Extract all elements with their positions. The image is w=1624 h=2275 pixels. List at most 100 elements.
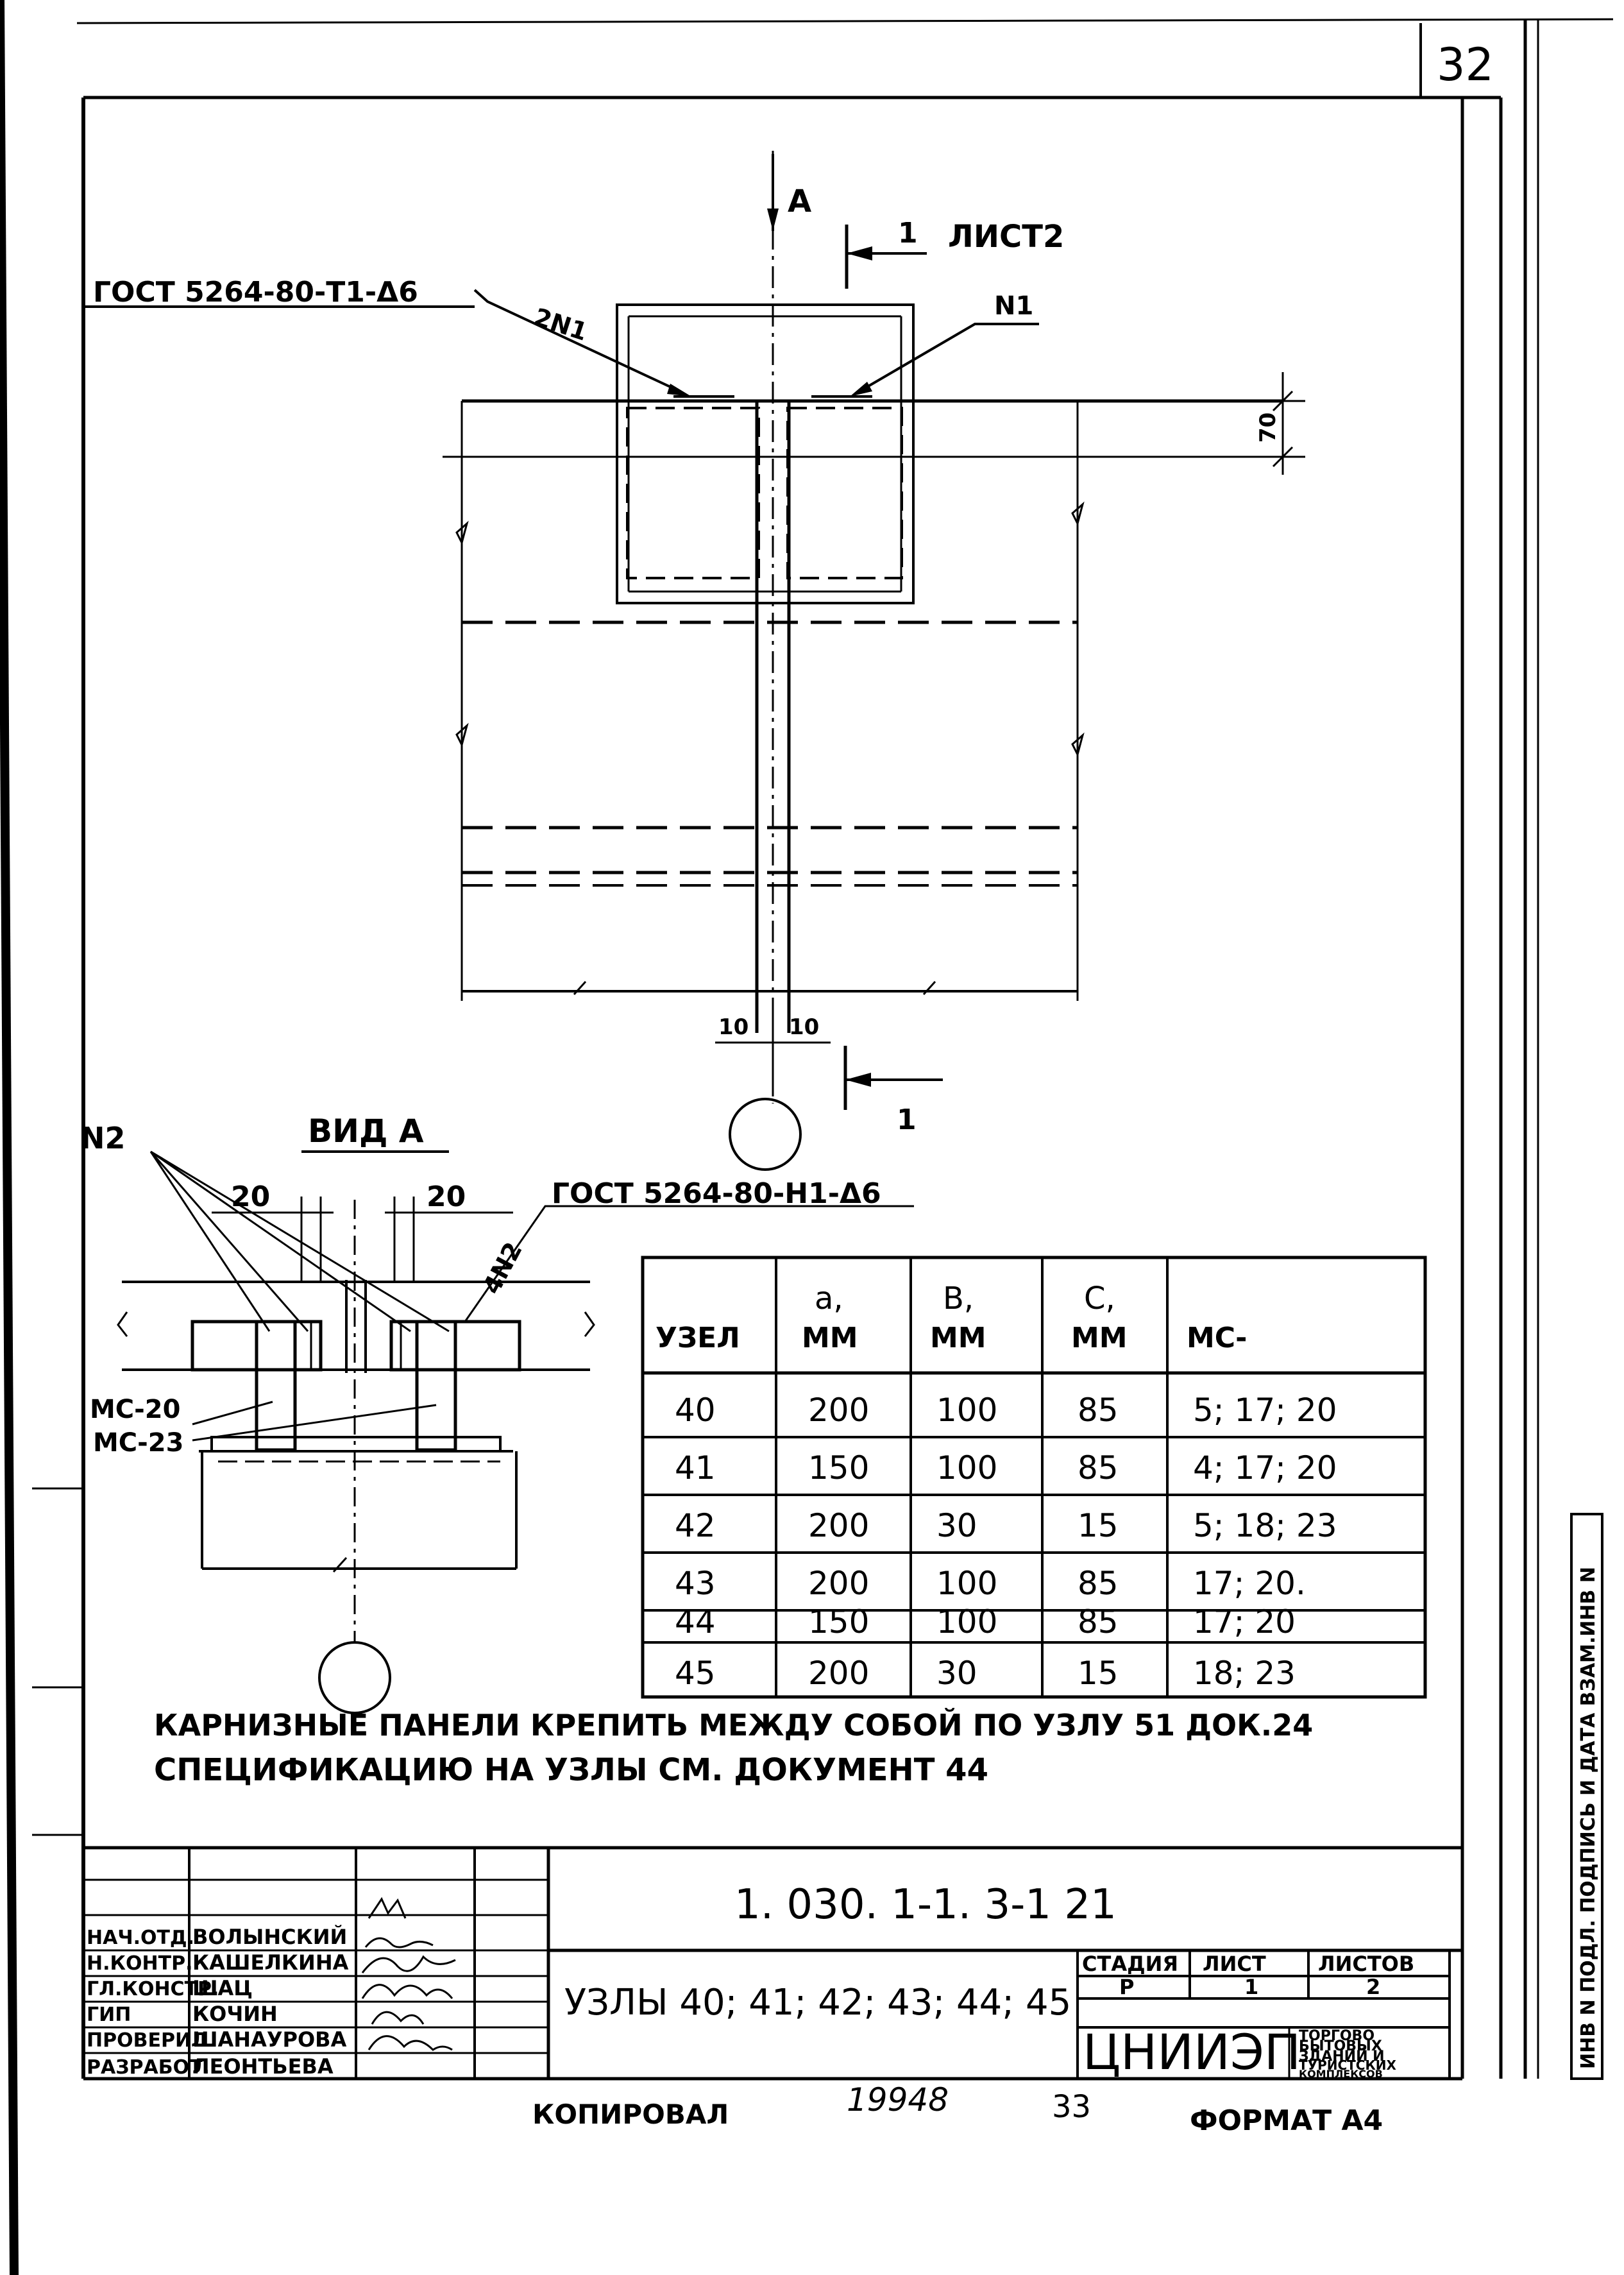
table-cell: 85 (1078, 1603, 1119, 1640)
table-cell: 150 (808, 1449, 869, 1487)
table-cell: 5; 17; 20 (1193, 1392, 1337, 1429)
table-cell: 18; 23 (1193, 1655, 1296, 1692)
table-cell: 17; 20 (1193, 1603, 1296, 1640)
table-cell: 44 (675, 1603, 716, 1640)
side-stamp-text: ИНВ N ПОДЛ. ПОДПИСЬ И ДАТА ВЗАМ.ИНВ N (1577, 1567, 1600, 2069)
table-cell: 30 (936, 1507, 977, 1544)
gost-weld-view: ГОСТ 5264-80-Н1-Δ6 (552, 1177, 881, 1210)
view-a-title: ВИД А (308, 1112, 424, 1150)
gost-weld-top: ГОСТ 5264-80-Т1-Δ6 (93, 276, 418, 309)
table-cell: 43 (675, 1565, 716, 1602)
cut-sheet-reference: ЛИСТ2 (948, 219, 1064, 255)
role-name: КОЧИН (192, 2002, 278, 2026)
label-4n2: 4N2 (477, 1238, 528, 1299)
table-cell: 4; 17; 20 (1193, 1449, 1337, 1487)
footer-copied: КОПИРОВАЛ (532, 2099, 729, 2130)
note-line-2: СПЕЦИФИКАЦИЮ НА УЗЛЫ СМ. ДОКУМЕНТ 44 (154, 1752, 988, 1788)
side-stamp: ИНВ N ПОДЛ. ПОДПИСЬ И ДАТА ВЗАМ.ИНВ N (1570, 1513, 1603, 2080)
role-title: НАЧ.ОТД. (87, 1927, 194, 1949)
sheet-number: 32 (1437, 38, 1494, 91)
dim-10-left: 10 (718, 1014, 749, 1040)
label-ms20: МС-20 (90, 1395, 180, 1424)
role-name: ШАНАУРОВА (192, 2027, 347, 2052)
table-header: МС- (1187, 1322, 1247, 1354)
role-name: ВОЛЫНСКИЙ (192, 1925, 347, 1949)
table-cell: 100 (936, 1392, 997, 1429)
doc-code: 1. 030. 1-1. 3-1 21 (734, 1881, 1117, 1929)
sheet-value: 1 (1244, 1975, 1258, 1999)
table-cell: 5; 18; 23 (1193, 1507, 1337, 1544)
role-title: РАЗРАБОТ. (87, 2056, 210, 2079)
note-line-1: КАРНИЗНЫЕ ПАНЕЛИ КРЕПИТЬ МЕЖДУ СОБОЙ ПО … (154, 1708, 1313, 1742)
cut-number-top: 1 (898, 217, 918, 250)
dim-20-right: 20 (427, 1180, 466, 1213)
table-cell: 85 (1078, 1449, 1119, 1487)
table-header: УЗЕЛ (656, 1322, 740, 1354)
table-cell: 200 (808, 1507, 869, 1544)
role-name: КАШЕЛКИНА (192, 1950, 349, 1975)
table-header: ММ (930, 1322, 986, 1354)
sheets-value: 2 (1366, 1975, 1380, 1999)
table-cell: 100 (936, 1449, 997, 1487)
role-title: ГЛ.КОНСТР. (87, 1978, 219, 2000)
plan-view: A 1 ЛИСТ2 2N1 N1 ГОС (83, 151, 1305, 1171)
table-cell: 200 (808, 1565, 869, 1602)
table-cell: 30 (936, 1655, 977, 1692)
role-name: ШАЦ (192, 1976, 253, 2000)
role-title: ГИП (87, 2004, 131, 2026)
role-title: Н.КОНТР. (87, 1952, 192, 1975)
sheet-number-box: 32 (1419, 23, 1501, 99)
table-cell: 100 (936, 1603, 997, 1640)
table-cell: 45 (675, 1655, 716, 1692)
org-desc-3: ЗДАНИЙ И (1299, 2048, 1385, 2065)
table-cell: 85 (1078, 1392, 1119, 1429)
sheet-header: ЛИСТ (1203, 1952, 1266, 1976)
footer-order-no: 19948 (847, 2081, 949, 2118)
dim-20-left: 20 (231, 1180, 270, 1213)
label-n2: N2 (80, 1121, 126, 1155)
table-cell: 41 (675, 1449, 716, 1487)
dim-10-right: 10 (789, 1014, 819, 1040)
org-name: ЦНИИЭП (1083, 2024, 1301, 2081)
table-cell: 200 (808, 1655, 869, 1692)
sheets-header: ЛИСТОВ (1318, 1952, 1414, 1976)
org-desc-4: ТУРИСТСКИХ (1299, 2058, 1397, 2073)
label-ms23: МС-23 (93, 1428, 183, 1458)
table-header-symbol: B, (943, 1281, 974, 1316)
table-header-symbol: a, (815, 1281, 843, 1316)
stage-value: Р (1119, 1975, 1134, 1999)
table-cell: 200 (808, 1392, 869, 1429)
table-cell: 100 (936, 1565, 997, 1602)
view-arrow-label: A (788, 183, 811, 219)
label-2n1: 2N1 (530, 303, 591, 346)
org-desc-5: КОМПЛЕКСОВ (1299, 2068, 1383, 2080)
table-cell: 15 (1078, 1655, 1119, 1692)
drawing-title: УЗЛЫ 40; 41; 42; 43; 44; 45 (564, 1982, 1071, 2024)
table-cell: 42 (675, 1507, 716, 1544)
view-a: ВИД А N2 20 20 ГОС (80, 1112, 914, 1714)
table-cell: 150 (808, 1603, 869, 1640)
table-cell: 85 (1078, 1565, 1119, 1602)
role-title: ПРОВЕРИЛ (87, 2029, 207, 2052)
org-desc-2: БЫТОВЫХ (1299, 2038, 1382, 2054)
title-block: 1. 030. 1-1. 3-1 21 УЗЛЫ 40; 41; 42; 43;… (83, 1846, 1462, 2081)
table-header: ММ (802, 1322, 858, 1354)
table-header: ММ (1071, 1322, 1128, 1354)
spec-table-text: УЗЕЛ a, ММ B, ММ C, ММ МС- 40 200 100 85 5; 17; 20 41… (656, 1281, 1337, 1692)
spec-table (641, 1256, 1427, 1699)
table-cell: 15 (1078, 1507, 1119, 1544)
label-n1: N1 (994, 291, 1033, 321)
dim-70: 70 (1255, 413, 1281, 443)
cut-number-bottom: 1 (897, 1103, 917, 1136)
org-desc-1: ТОРГОВО (1299, 2028, 1374, 2044)
table-header-symbol: C, (1084, 1281, 1115, 1316)
signatures (361, 1896, 456, 2051)
footer-page: 33 (1052, 2089, 1091, 2125)
table-cell: 40 (675, 1392, 716, 1429)
footer-format: ФОРМАТ А4 (1190, 2104, 1383, 2137)
table-cell: 17; 20. (1193, 1565, 1306, 1602)
stage-header: СТАДИЯ (1082, 1952, 1178, 1976)
